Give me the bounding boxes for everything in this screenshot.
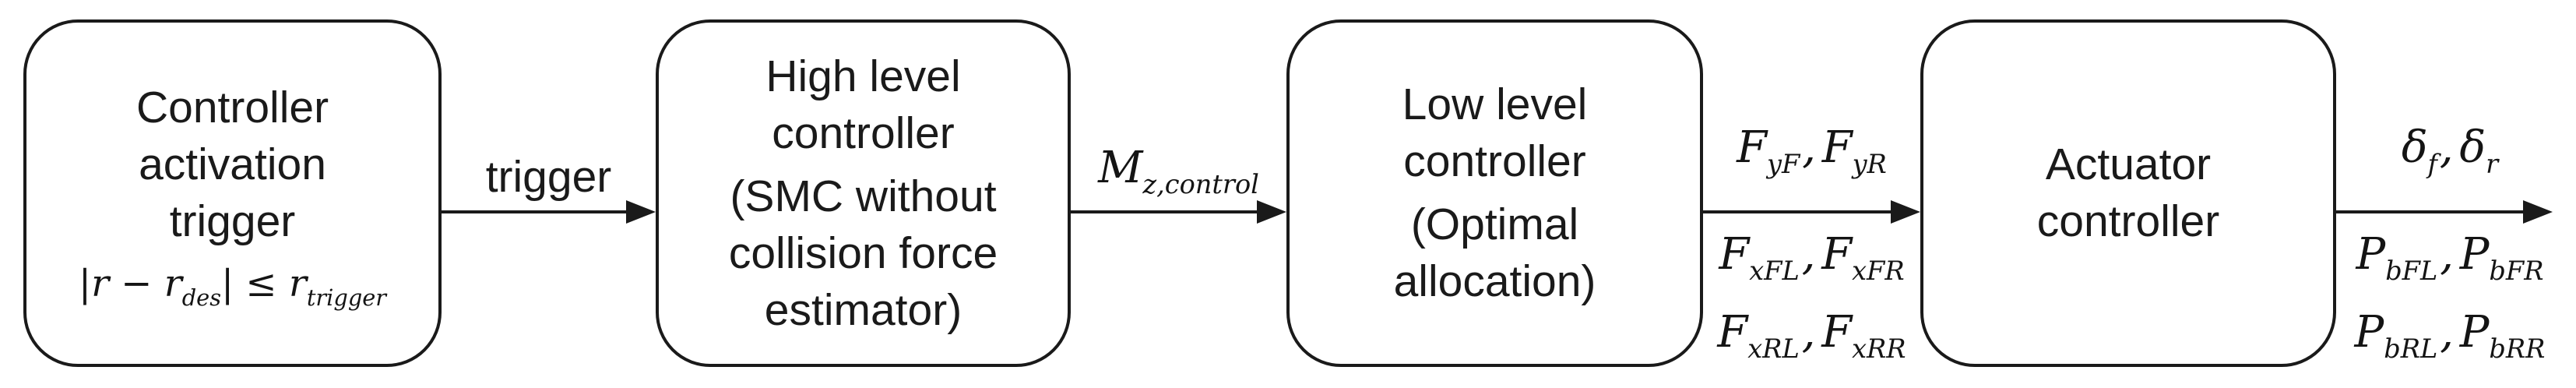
box-subtitle-line: (Optimal <box>1410 199 1579 249</box>
signal-label-rear-longitudinal-forces: FxRL,FxRR <box>1717 307 1906 365</box>
box-title-line: High level <box>765 51 961 101</box>
signal-label-rear-brake-pressures: PbRL,PbRR <box>2354 307 2546 365</box>
box-title-line: controller <box>1403 136 1586 186</box>
box-title-line: Low level <box>1402 79 1588 129</box>
box-subtitle-line: collision force <box>728 228 998 278</box>
signal-label-yaw-moment: Mz,control <box>1098 143 1259 200</box>
box-title-line: Actuator <box>2045 139 2212 189</box>
arrow-trigger-line <box>440 210 628 213</box>
box-title-line: Controller <box>135 82 329 132</box>
signal-label-lateral-forces: FyF,FyR <box>1737 122 1887 180</box>
signal-label-trigger: trigger <box>485 152 612 202</box>
box-controller-activation-trigger: Controller activation trigger |r − rdes|… <box>23 19 442 367</box>
box-high-level-controller: High level controller (SMC without colli… <box>656 19 1071 367</box>
activation-condition-formula: |r − rdes| ≤ rtrigger <box>78 261 387 311</box>
box-subtitle-line: allocation) <box>1393 256 1596 306</box>
box-low-level-controller: Low level controller (Optimal allocation… <box>1286 19 1703 367</box>
box-title-line: trigger <box>169 196 296 246</box>
arrow-tire-forces-head-icon <box>1891 200 1920 224</box>
arrow-actuator-outputs-head-icon <box>2523 200 2553 224</box>
arrow-trigger-head-icon <box>626 200 656 224</box>
signal-label-front-longitudinal-forces: FxFL,FxFR <box>1719 229 1905 287</box>
arrow-tire-forces-line <box>1701 210 1892 213</box>
box-actuator-controller: Actuator controller <box>1920 19 2336 367</box>
signal-label-front-brake-pressures: PbFL,PbFR <box>2356 229 2544 287</box>
box-title-line: controller <box>2036 196 2220 246</box>
arrow-yaw-moment-head-icon <box>1257 200 1286 224</box>
arrow-yaw-moment-line <box>1069 210 1258 213</box>
box-subtitle-line: estimator) <box>764 284 962 335</box>
box-title-line: activation <box>139 139 326 189</box>
signal-label-steering-angles: δf,δr <box>2401 122 2499 180</box>
box-title-line: controller <box>772 108 955 158</box>
box-subtitle-line: (SMC without <box>730 171 997 221</box>
arrow-actuator-outputs-line <box>2335 210 2525 213</box>
